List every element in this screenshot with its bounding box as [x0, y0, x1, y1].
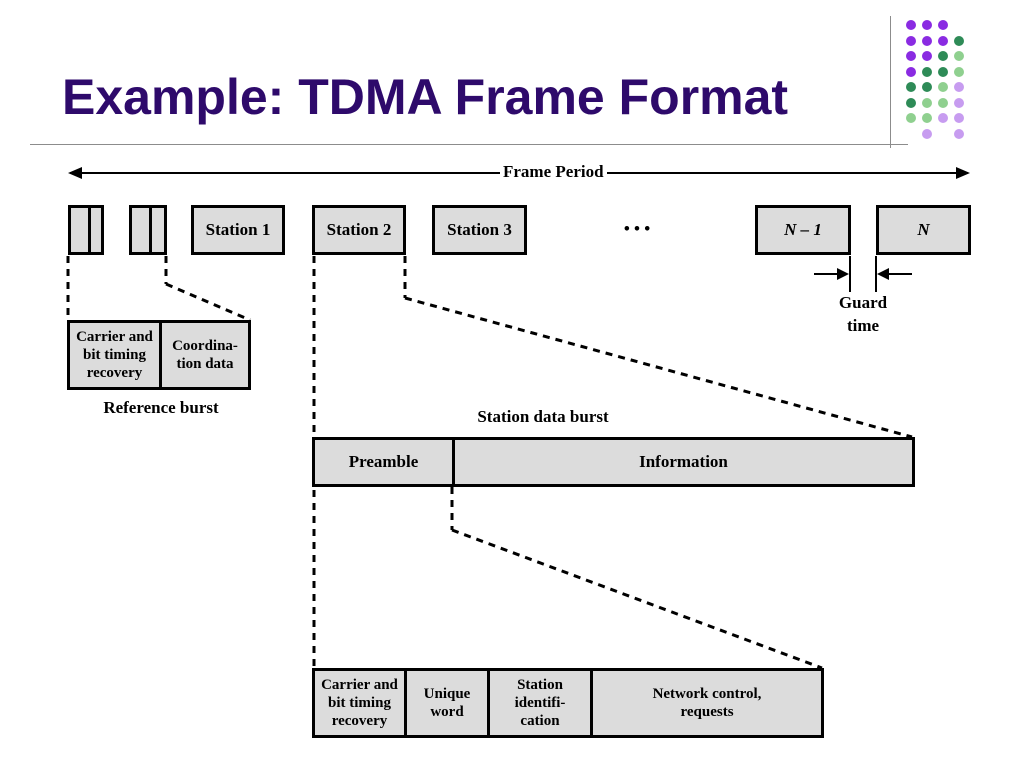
decorative-dot — [954, 82, 964, 92]
field-line: identifi- — [514, 695, 566, 711]
decorative-dot — [906, 97, 916, 108]
decorative-dot — [954, 66, 964, 77]
decorative-dot — [906, 66, 916, 77]
preamble-carrier-field: Carrier and bit timing recovery — [312, 668, 407, 738]
decorative-dot — [954, 35, 964, 46]
station-2-label: Station 2 — [326, 220, 392, 239]
slide-title: Example: TDMA Frame Format — [62, 69, 789, 125]
decorative-dot — [954, 113, 964, 123]
field-line: requests — [680, 704, 734, 720]
station-1-label: Station 1 — [205, 220, 271, 239]
decorative-dot-grid — [900, 18, 980, 146]
station-1-slot: Station 1 — [191, 205, 285, 255]
field-line: Coordina- — [172, 338, 238, 354]
reference-burst-slot-2 — [129, 205, 167, 255]
station-3-slot: Station 3 — [432, 205, 527, 255]
field-line: word — [430, 704, 464, 720]
preamble-label: Preamble — [348, 452, 419, 471]
reference-burst-caption: Reference burst — [103, 398, 219, 417]
station-2-slot: Station 2 — [312, 205, 406, 255]
decorative-dot — [906, 113, 916, 123]
decorative-dot — [938, 66, 948, 77]
slot-divider — [149, 205, 152, 255]
guard-time-marker — [814, 256, 912, 292]
field-line: Carrier and — [321, 677, 398, 693]
field-line: cation — [520, 713, 560, 729]
decorative-dot — [922, 82, 932, 92]
field-line: Unique — [423, 686, 471, 702]
decorative-dot — [922, 20, 932, 30]
guard-time-line-1: Guard — [838, 293, 888, 312]
reference-coordination-field: Coordina- tion data — [159, 320, 251, 390]
slots-ellipsis: • • • — [623, 219, 651, 238]
decorative-dot — [922, 97, 932, 108]
decorative-dot — [938, 51, 948, 61]
station-n-label: N — [917, 220, 930, 239]
decorative-dot — [906, 82, 916, 92]
preamble-field: Preamble — [312, 437, 455, 487]
title-underline — [30, 144, 908, 145]
network-control-field: Network control, requests — [590, 668, 824, 738]
decorative-dot — [938, 20, 948, 30]
field-line: Carrier and — [76, 329, 153, 345]
reference-carrier-field: Carrier and bit timing recovery — [67, 320, 162, 390]
guard-time-line-2: time — [846, 316, 880, 335]
station-n-slot: N — [876, 205, 971, 255]
slot-divider — [88, 205, 91, 255]
decorative-dot — [922, 128, 932, 139]
frame-period-label: Frame Period — [500, 161, 607, 183]
decorative-dot — [922, 113, 932, 123]
decorative-dot — [954, 128, 964, 139]
decorative-dot — [938, 113, 948, 123]
decorative-dot — [938, 35, 948, 46]
station-3-label: Station 3 — [447, 220, 512, 239]
field-line: tion data — [176, 356, 234, 372]
decorative-dot — [906, 20, 916, 30]
decorative-dot — [922, 51, 932, 61]
reference-burst-slot-1 — [68, 205, 104, 255]
field-line: recovery — [331, 713, 388, 729]
decorative-dot — [954, 97, 964, 108]
decorative-dot — [954, 51, 964, 61]
station-data-burst-caption: Station data burst — [477, 407, 609, 426]
information-field: Information — [452, 437, 915, 487]
station-n-minus-1-slot: N – 1 — [755, 205, 851, 255]
field-line: recovery — [86, 365, 143, 381]
unique-word-field: Unique word — [404, 668, 490, 738]
guard-time-label: Guard time — [830, 291, 896, 337]
field-line: Network control, — [652, 686, 762, 702]
decorative-dot — [922, 35, 932, 46]
field-line: bit timing — [328, 695, 391, 711]
information-label: Information — [639, 452, 728, 471]
field-line: Station — [517, 677, 563, 693]
decorative-dot — [906, 51, 916, 61]
station-identification-field: Station identifi- cation — [487, 668, 593, 738]
title-divider — [890, 16, 891, 148]
decorative-dot — [938, 82, 948, 92]
station-n-minus-1-label: N – 1 — [784, 220, 822, 239]
decorative-dot — [922, 66, 932, 77]
decorative-dot — [906, 35, 916, 46]
field-line: bit timing — [83, 347, 146, 363]
expansion-lines — [66, 256, 913, 670]
decorative-dot — [938, 97, 948, 108]
